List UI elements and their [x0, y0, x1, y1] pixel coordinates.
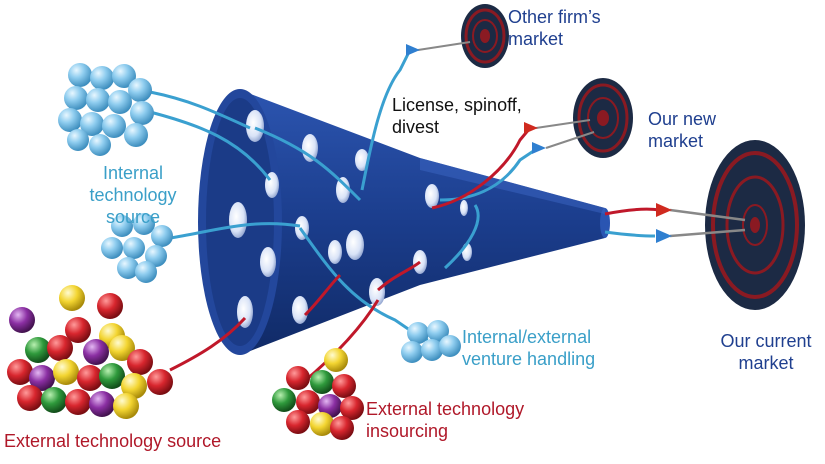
- dartboard-icon: [705, 140, 805, 310]
- external-technology-insourcing-label: External technology insourcing: [366, 399, 525, 441]
- external-technology-source-label: External technology source: [4, 431, 222, 451]
- dart-icon: [524, 119, 591, 134]
- ball-cluster-icon: [58, 63, 154, 156]
- dartboard-icon: [461, 4, 509, 68]
- other-firms-market-label: Other firm’s market: [508, 7, 601, 49]
- ball-cluster-icon: [272, 348, 364, 440]
- dart-icon: [656, 228, 746, 243]
- funnel-icon: [198, 89, 610, 355]
- ball-cluster-icon: [7, 285, 173, 419]
- ball-cluster-icon: [401, 320, 461, 363]
- dart-icon: [656, 203, 746, 222]
- our-new-market-label: Our new market: [648, 109, 717, 151]
- dart-icon: [406, 41, 471, 56]
- internal-technology-source-label: Internal technology source: [89, 163, 177, 227]
- our-current-market-label: Our current market: [720, 331, 812, 373]
- ball-cluster-icon: [101, 213, 173, 283]
- license-spinoff-divest-label: License, spinoff, divest: [392, 95, 522, 137]
- dart-icon: [532, 131, 595, 154]
- dartboard-icon: [573, 78, 633, 158]
- internal-external-venture-handling-label: Internal/external venture handling: [462, 327, 596, 369]
